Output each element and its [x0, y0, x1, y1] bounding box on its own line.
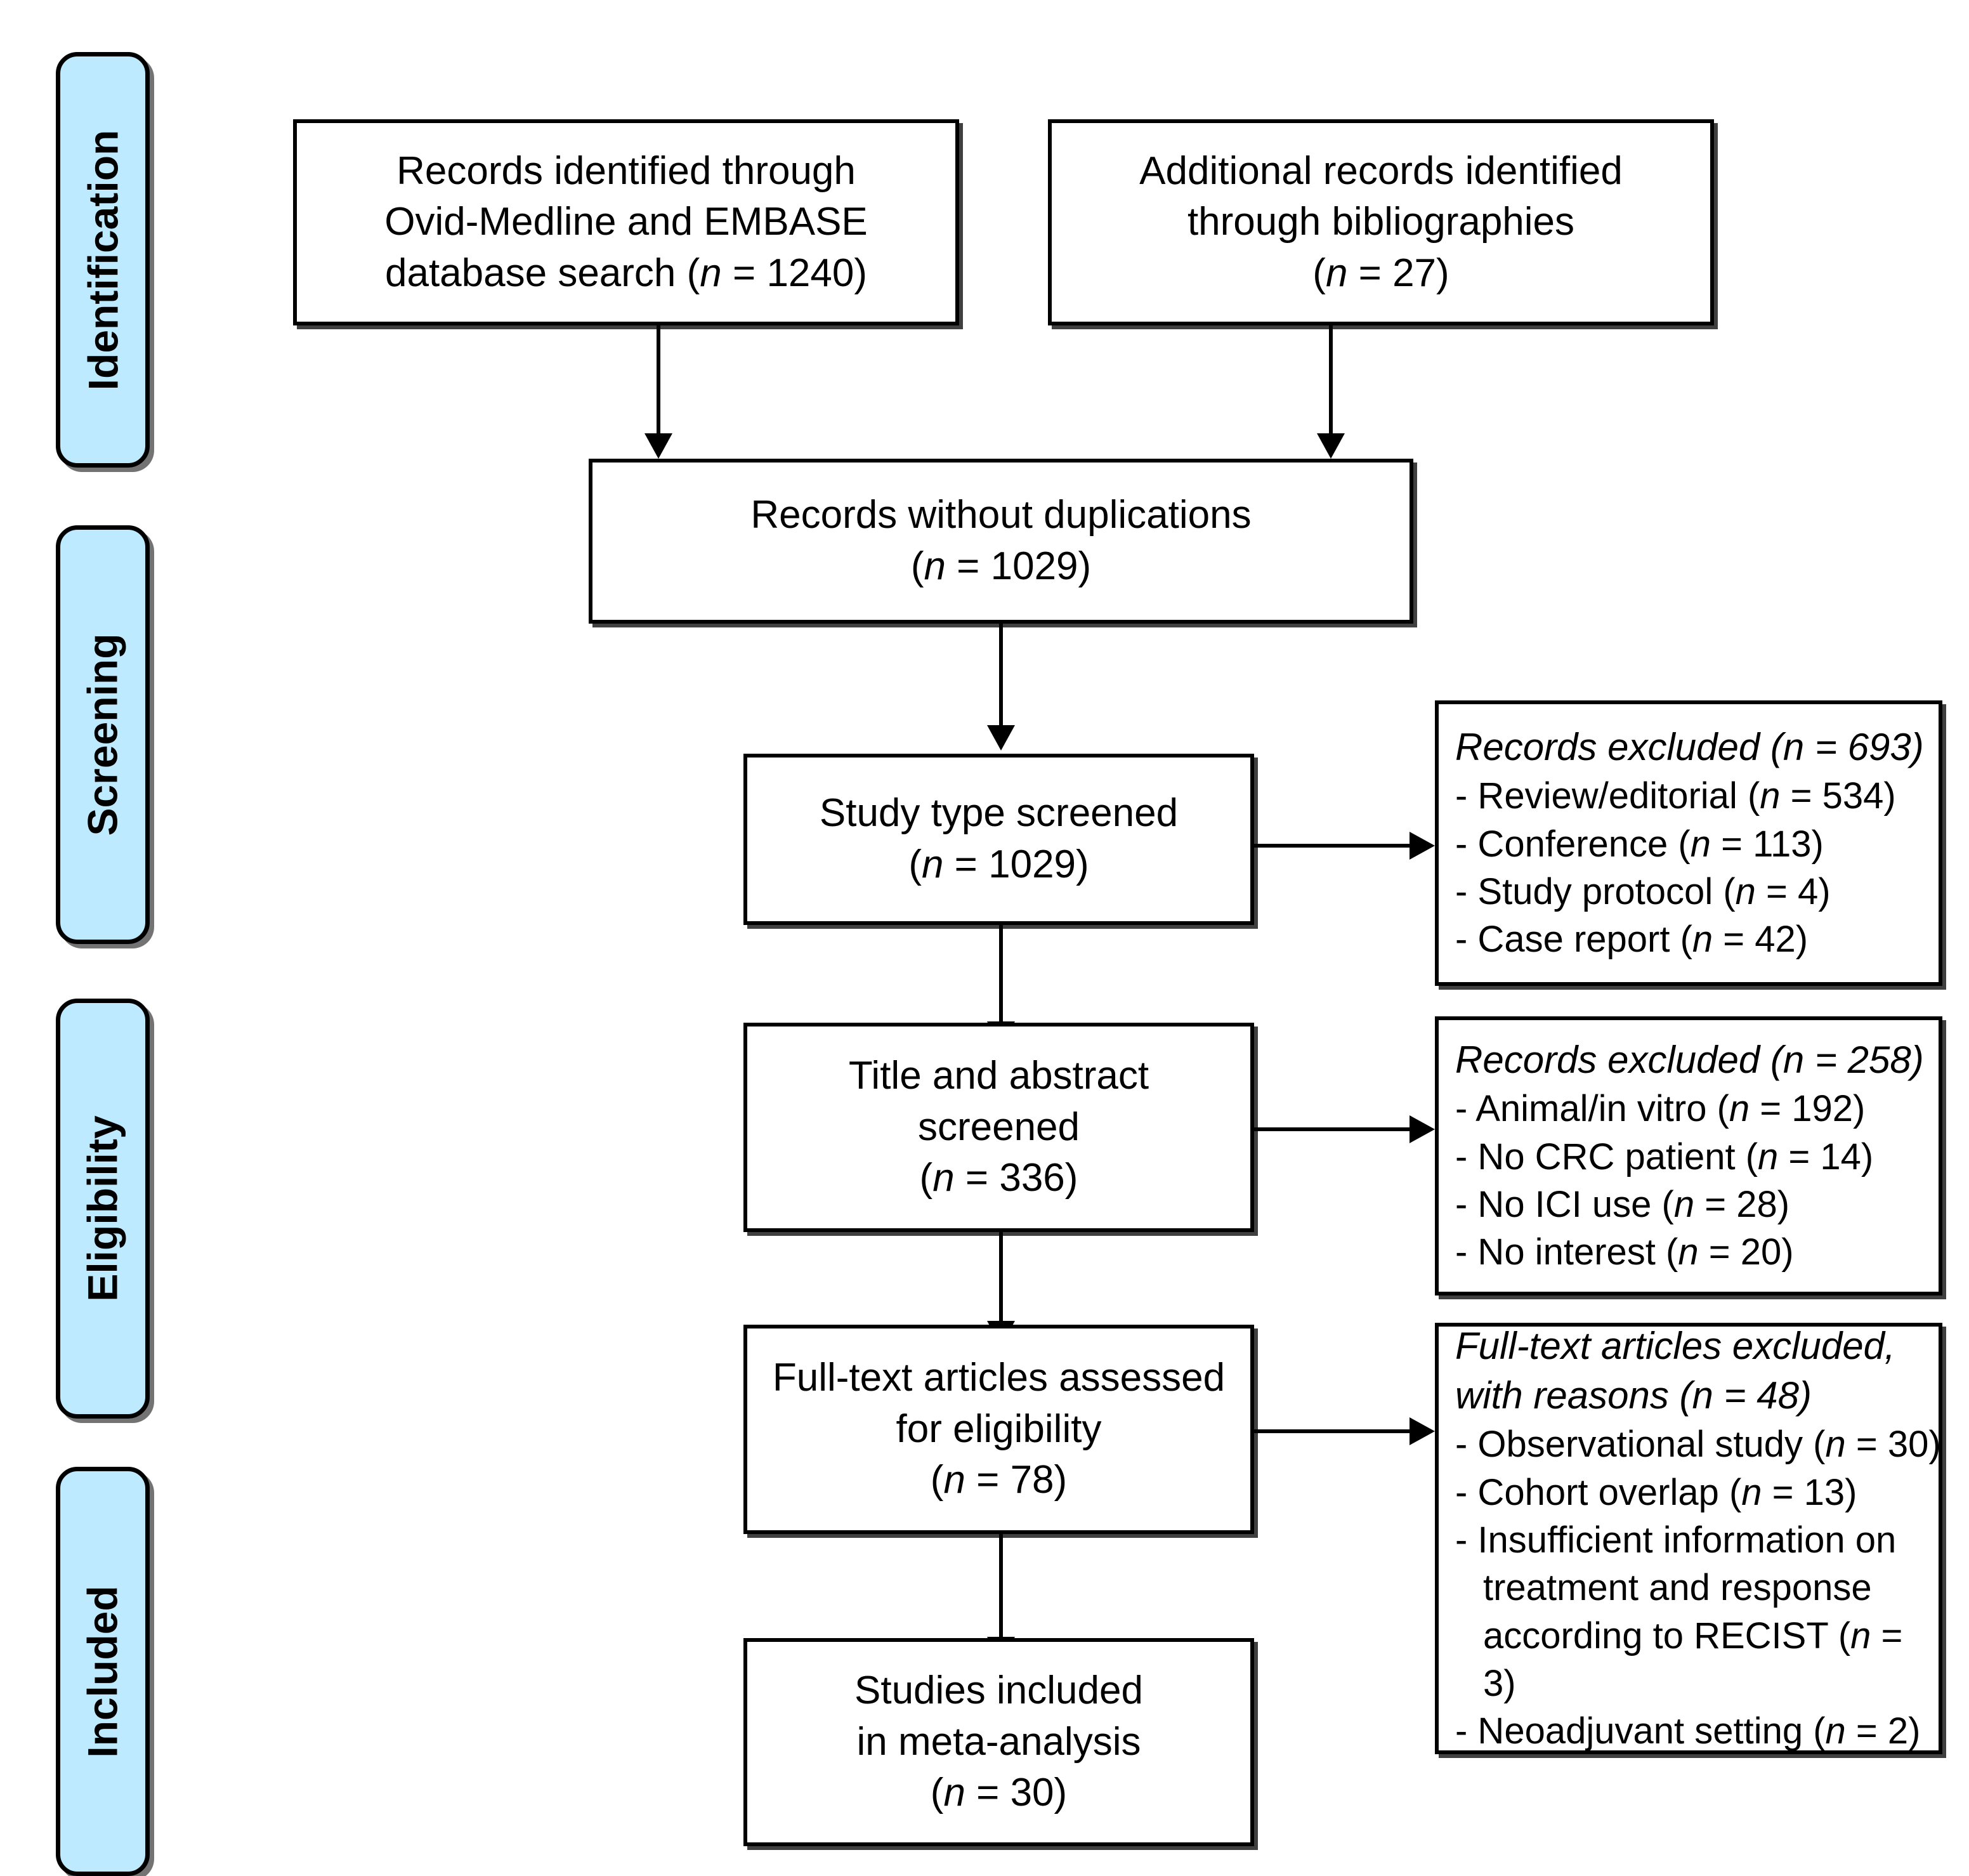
box-line: Study type screened — [819, 791, 1179, 836]
stage-tab-identification: Identification — [56, 52, 150, 468]
n-italic: n — [1760, 775, 1781, 817]
box-line: through bibliographies — [1187, 200, 1575, 244]
exclusion-item-continuation: according to RECIST (n = 3) — [1483, 1615, 1903, 1705]
n-italic: n — [943, 1771, 965, 1815]
connector-line-dedup-to-studytype — [999, 624, 1003, 725]
stage-label-screening: Screening — [79, 633, 127, 836]
connector-line-titleabstract-to-fulltext — [999, 1232, 1003, 1321]
exclusion-item: - Study protocol (n = 4) — [1455, 871, 1831, 912]
box-line: Records without duplications — [750, 493, 1252, 537]
n-italic: n — [1741, 1471, 1762, 1513]
stage-label-eligibility: Eligibility — [79, 1115, 127, 1302]
connector-line-studytype-to-excluded1 — [1254, 844, 1410, 848]
box-records-identified-database: Records identified through Ovid-Medline … — [293, 119, 959, 325]
stage-tab-screening: Screening — [56, 525, 150, 944]
connector-arrow-titleabstract-to-excluded2 — [1410, 1115, 1435, 1143]
box-line: Title and abstract — [848, 1054, 1149, 1098]
n-italic: n — [1735, 871, 1756, 912]
exclusion-item: - Review/editorial (n = 534) — [1455, 775, 1896, 817]
n-italic: n — [1678, 1231, 1699, 1273]
connector-line-db-to-dedup — [657, 325, 660, 433]
box-line: for eligibility — [896, 1407, 1102, 1451]
connector-arrow-biblio-to-dedup — [1317, 433, 1345, 459]
n-italic: n — [1825, 1710, 1846, 1752]
n-italic: n — [1729, 1088, 1750, 1130]
exclusion-item: - Animal/in vitro (n = 192) — [1455, 1088, 1866, 1130]
n-italic: n — [1673, 1184, 1695, 1225]
exclusion-heading: with reasons (n = 48) — [1455, 1374, 1812, 1417]
exclusion-item: - Conference (n = 113) — [1455, 823, 1824, 865]
n-italic: n — [1690, 823, 1711, 865]
box-study-type-screened: Study type screened (n = 1029) — [743, 754, 1254, 925]
box-records-identified-bibliographies: Additional records identified through bi… — [1048, 119, 1714, 325]
exclusion-heading: Records excluded (n = 693) — [1455, 726, 1924, 769]
n-italic: n — [1825, 1424, 1846, 1466]
n-italic: n — [1783, 726, 1805, 769]
box-line: Full-text articles assessed — [772, 1356, 1226, 1400]
box-records-excluded-eligibility: Records excluded (n = 258) - Animal/in v… — [1435, 1016, 1942, 1295]
box-full-text-excluded: Full-text articles excluded, with reason… — [1435, 1323, 1942, 1754]
exclusion-item: - Case report (n = 42) — [1455, 919, 1809, 961]
box-full-text-assessed: Full-text articles assessed for eligibil… — [743, 1325, 1254, 1534]
exclusion-item: - Observational study (n = 30) — [1455, 1424, 1941, 1466]
box-line-count: (n = 1029) — [908, 843, 1089, 886]
connector-arrow-dedup-to-studytype — [987, 725, 1015, 751]
box-studies-included: Studies included in meta-analysis (n = 3… — [743, 1638, 1254, 1846]
n-italic: n — [1692, 919, 1713, 961]
box-line-count: database search (n = 1240) — [384, 251, 868, 295]
box-line-count: (n = 1029) — [910, 544, 1092, 588]
connector-line-fulltext-to-excluded3 — [1254, 1429, 1410, 1433]
connector-line-titleabstract-to-excluded2 — [1254, 1127, 1410, 1131]
box-line: Studies included — [854, 1669, 1143, 1713]
exclusion-heading: Records excluded (n = 258) — [1455, 1039, 1924, 1082]
connector-line-studytype-to-titleabstract — [999, 925, 1003, 1021]
exclusion-item: - Cohort overlap (n = 13) — [1455, 1471, 1857, 1513]
box-line: Records identified through — [396, 148, 856, 193]
connector-arrow-studytype-to-excluded1 — [1410, 832, 1435, 860]
exclusion-item: - No CRC patient (n = 14) — [1455, 1136, 1874, 1177]
stage-tab-eligibility: Eligibility — [56, 999, 150, 1419]
n-italic: n — [1783, 1039, 1805, 1082]
n-italic: n — [1325, 251, 1348, 295]
exclusion-item: - Insufficient information on treatment … — [1455, 1516, 1926, 1708]
exclusion-item: - No interest (n = 20) — [1455, 1231, 1794, 1273]
connector-arrow-fulltext-to-excluded3 — [1410, 1417, 1435, 1445]
box-line-count: (n = 30) — [930, 1771, 1068, 1815]
box-line-count: (n = 27) — [1312, 251, 1449, 295]
connector-line-fulltext-to-included — [999, 1534, 1003, 1637]
n-italic: n — [924, 544, 946, 588]
exclusion-item: - No ICI use (n = 28) — [1455, 1184, 1790, 1225]
box-line: screened — [917, 1105, 1080, 1149]
exclusion-heading: Full-text articles excluded, — [1455, 1325, 1895, 1368]
connector-arrow-db-to-dedup — [644, 433, 672, 459]
n-italic: n — [943, 1458, 965, 1502]
connector-line-biblio-to-dedup — [1329, 325, 1333, 433]
exclusion-item: - Neoadjuvant setting (n = 2) — [1455, 1710, 1921, 1752]
n-italic: n — [700, 251, 722, 295]
stage-label-identification: Identification — [79, 129, 127, 390]
stage-tab-included: Included — [56, 1467, 150, 1876]
box-line-count: (n = 336) — [919, 1156, 1078, 1200]
n-italic: n — [1850, 1615, 1871, 1656]
n-italic: n — [1758, 1136, 1779, 1177]
stage-label-included: Included — [79, 1585, 127, 1758]
box-title-abstract-screened: Title and abstract screened (n = 336) — [743, 1023, 1254, 1232]
box-line: Ovid-Medline and EMBASE — [384, 200, 868, 244]
box-line-count: (n = 78) — [930, 1458, 1068, 1502]
n-italic: n — [1692, 1374, 1713, 1417]
box-records-without-duplications: Records without duplications (n = 1029) — [589, 459, 1413, 624]
box-line: Additional records identified — [1139, 148, 1623, 193]
n-italic: n — [932, 1156, 955, 1200]
exclusion-item-continuation: treatment and response — [1483, 1567, 1872, 1609]
box-line: in meta-analysis — [856, 1719, 1141, 1764]
n-italic: n — [921, 843, 944, 886]
box-records-excluded-screening: Records excluded (n = 693) - Review/edit… — [1435, 700, 1942, 986]
